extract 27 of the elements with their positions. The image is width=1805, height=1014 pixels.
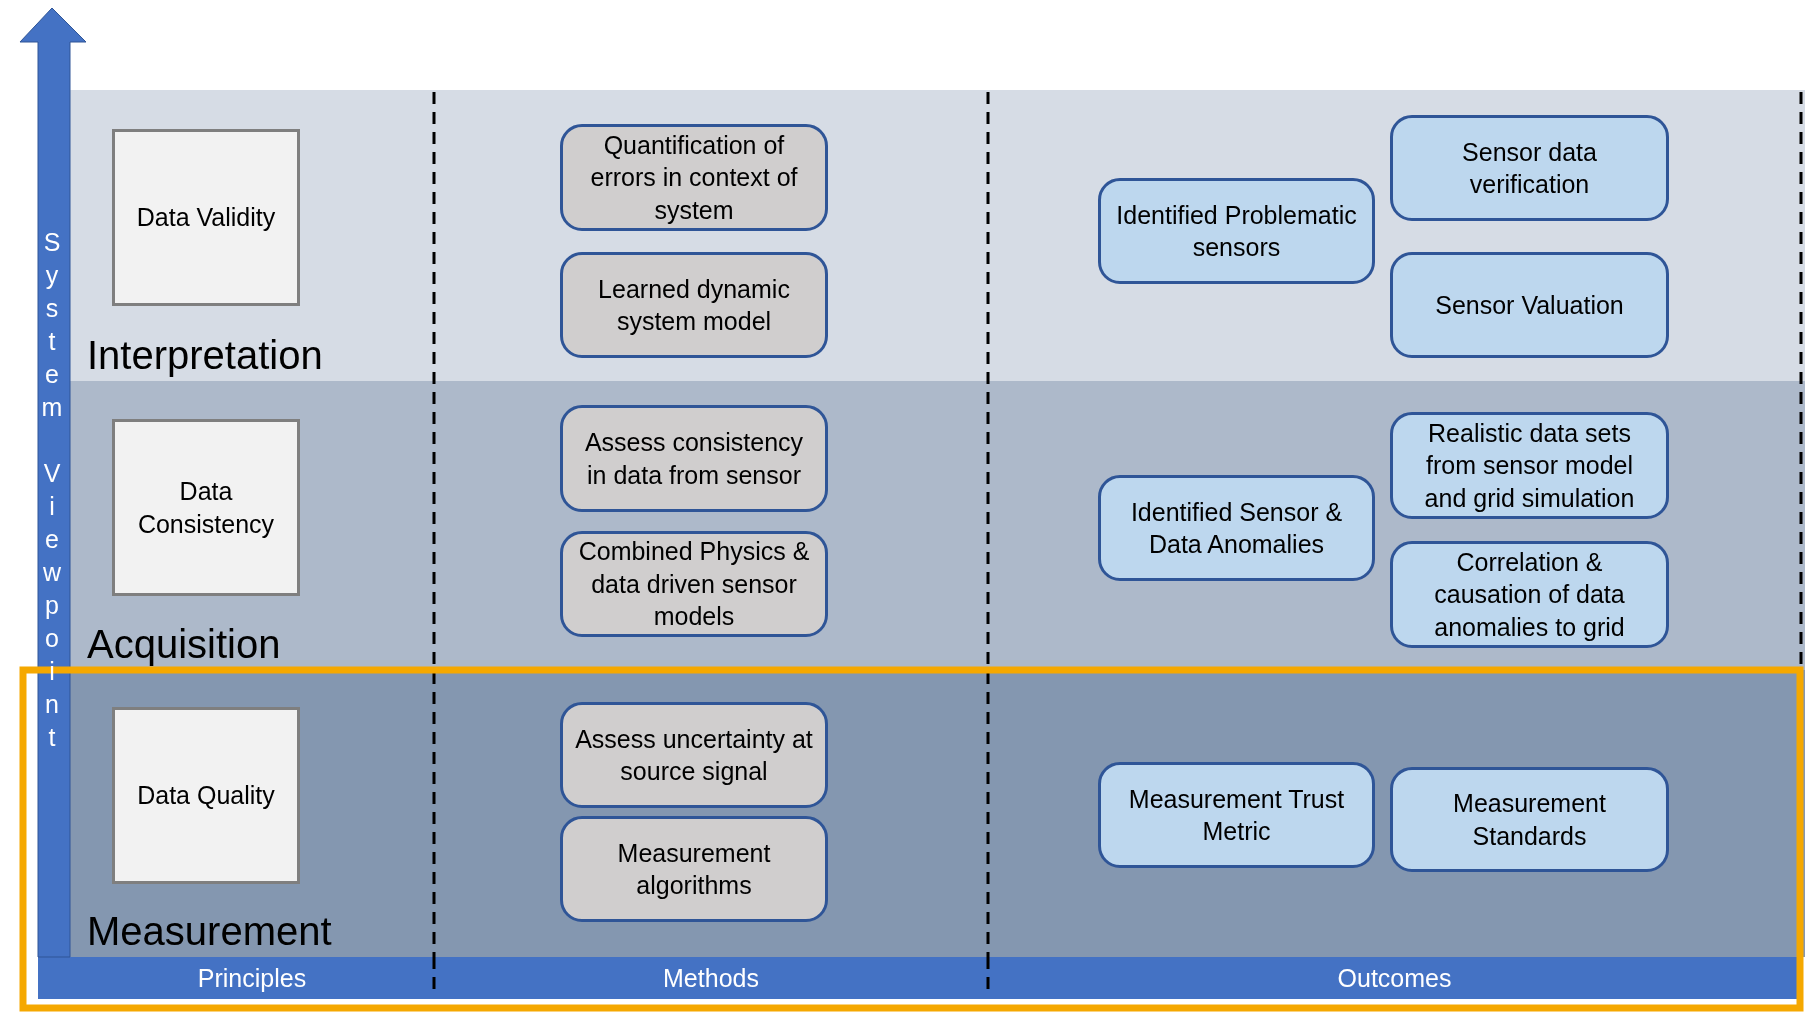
principle-box: Data Consistency [112, 419, 300, 596]
principle-box: Data Quality [112, 707, 300, 884]
layer-band [70, 381, 1805, 670]
outcome-box: Identified Problematic sensors [1098, 178, 1375, 284]
method-box: Assess consistency in data from sensor [560, 405, 828, 512]
outcome-box: Realistic data sets from sensor model and grid simulation [1390, 412, 1669, 519]
axis-title: System Viewpoint [37, 228, 67, 756]
outcome-box: Sensor data verification [1390, 115, 1669, 221]
method-box: Measurement algorithms [560, 816, 828, 922]
column-label: Principles [196, 963, 308, 994]
method-box: Quantification of errors in context of system [560, 124, 828, 231]
layer-band [70, 670, 1805, 957]
column-label: Methods [662, 963, 760, 994]
method-box: Learned dynamic system model [560, 252, 828, 358]
layer-title: Measurement [87, 908, 332, 955]
outcome-box: Measurement Standards [1390, 767, 1669, 872]
column-label: Outcomes [1336, 963, 1453, 994]
method-box: Combined Physics & data driven sensor models [560, 531, 828, 637]
outcome-box: Sensor Valuation [1390, 252, 1669, 358]
principle-box: Data Validity [112, 129, 300, 306]
outcome-box: Correlation & causation of data anomalies to grid [1390, 541, 1669, 648]
layer-title: Interpretation [87, 332, 323, 379]
outcome-box: Identified Sensor & Data Anomalies [1098, 475, 1375, 581]
layer-band [70, 90, 1805, 381]
method-box: Assess uncertainty at source signal [560, 702, 828, 808]
layer-title: Acquisition [87, 621, 281, 668]
outcome-box: Measurement Trust Metric [1098, 762, 1375, 868]
